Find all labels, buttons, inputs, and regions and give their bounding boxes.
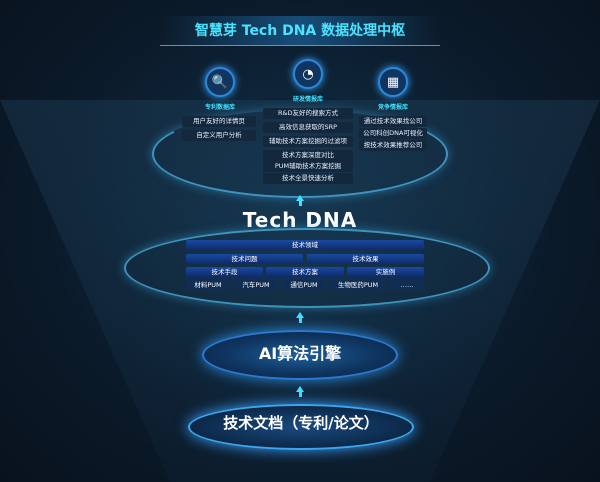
dna-cell: 技术领域 [186, 240, 424, 250]
arrow-up-icon [296, 195, 304, 201]
feature-chip: 公司科创DNA可视化 [359, 128, 427, 139]
arrow-stem [298, 318, 302, 323]
arrow-stem [298, 392, 302, 397]
source-disc [188, 404, 414, 450]
feature-chip: R&D友好的搜索方式 [263, 108, 353, 119]
competitor-intel-icon: ▦ [378, 67, 408, 97]
feature-chip: 通过技术效果找公司 [359, 116, 427, 127]
feature-chip: 技术方案深度对比 [263, 150, 353, 161]
feature-chip: 自定义用户分析 [182, 130, 256, 141]
page-title: 智慧芽 Tech DNA 数据处理中枢 [160, 16, 440, 46]
db-label-competitor: 竞争情报库 [377, 104, 408, 111]
db-label-patent: 专利数据库 [204, 104, 235, 111]
pum-cell: 材料PUM [186, 280, 230, 290]
pum-cell: 通信PUM [282, 280, 326, 290]
rd-intel-icon: ◔ [293, 59, 323, 89]
feature-chip: 高效信息获取的SRP [263, 122, 353, 133]
feature-chip: 技术全景快速分析 [263, 173, 353, 184]
patent-search-icon: 🔍 [205, 67, 235, 97]
dna-cell: 技术问题 [186, 254, 303, 264]
pum-cell: …… [390, 280, 424, 290]
tech-dna-ring [124, 228, 490, 308]
dna-cell: 技术手段 [186, 267, 263, 277]
feature-chip: 辅助技术方案挖掘的过滤项 [263, 136, 353, 147]
dna-cell: 技术方案 [266, 267, 344, 277]
source-label: 技术文档（专利/论文） [223, 414, 379, 432]
feature-chip: 按技术效果推荐公司 [359, 140, 427, 151]
dna-cell: 技术效果 [307, 254, 424, 264]
pum-cell: 汽车PUM [234, 280, 278, 290]
feature-chip: 用户友好的详情页 [182, 116, 256, 127]
ai-engine-label: AI算法引擎 [258, 344, 342, 363]
db-label-rd: 研发情报库 [292, 96, 323, 103]
arrow-stem [298, 201, 302, 206]
ai-engine-disc [202, 330, 398, 380]
dna-cell: 实施例 [347, 267, 424, 277]
arrow-up-icon [296, 312, 304, 318]
pum-cell: 生物医药PUM [330, 280, 386, 290]
arrow-up-icon [296, 386, 304, 392]
feature-chip: PUM辅助技术方案挖掘 [263, 161, 353, 172]
